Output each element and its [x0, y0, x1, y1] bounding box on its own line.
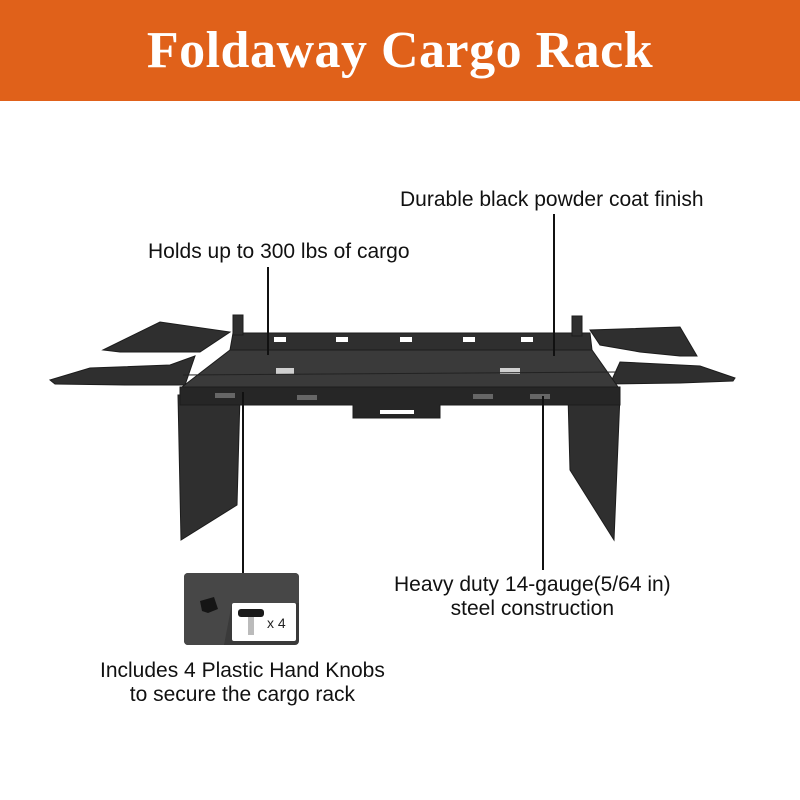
right-front-flap [609, 361, 736, 385]
steel-callout-line1: Heavy duty 14-gauge(5/64 in) [394, 573, 671, 596]
knob-quantity: x 4 [267, 615, 286, 631]
steel-callout: Heavy duty 14-gauge(5/64 in) steel const… [394, 573, 671, 621]
knobs-callout-line1: Includes 4 Plastic Hand Knobs [100, 659, 385, 682]
tray-front-lip [179, 386, 621, 419]
steel-callout-line2: steel construction [450, 597, 615, 620]
title-banner: Foldaway Cargo Rack [0, 0, 800, 101]
finish-leader-line [553, 214, 555, 356]
left-front-flap [48, 355, 196, 386]
left-leg [177, 394, 241, 541]
left-back-flap [101, 321, 232, 353]
steel-leader-line [542, 396, 544, 570]
knobs-callout: Includes 4 Plastic Hand Knobs to secure … [100, 659, 385, 707]
capacity-callout: Holds up to 300 lbs of cargo [148, 240, 410, 263]
right-leg [567, 394, 621, 542]
finish-callout: Durable black powder coat finish [400, 188, 704, 211]
knobs-callout-line2: to secure the cargo rack [129, 683, 356, 706]
right-bracket [571, 315, 583, 337]
hand-knob-inset: x 4 [184, 573, 299, 645]
right-back-flap [589, 326, 698, 357]
knob-photo [184, 573, 299, 645]
knobs-leader-line [242, 392, 244, 574]
page-title: Foldaway Cargo Rack [146, 22, 654, 79]
knob-detail-box [232, 603, 296, 641]
hand-knob-icon [238, 609, 264, 635]
capacity-leader-line [267, 267, 269, 355]
left-bracket [232, 314, 244, 336]
